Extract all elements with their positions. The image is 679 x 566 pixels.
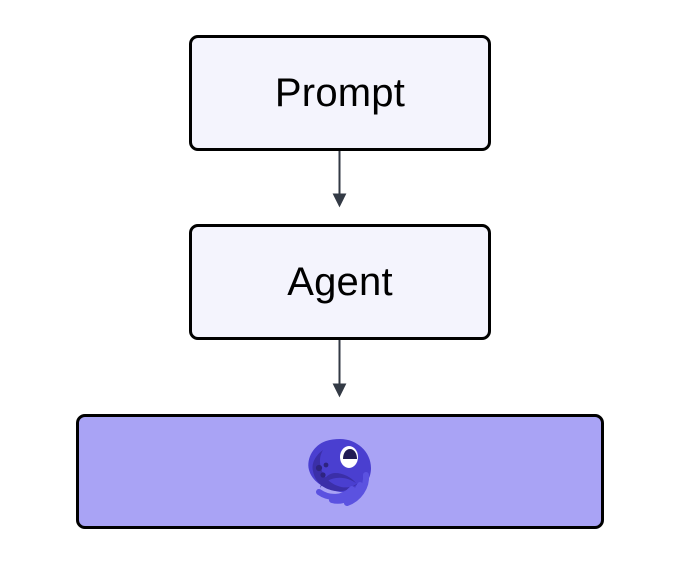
- node-output[interactable]: [76, 414, 604, 529]
- node-prompt-label: Prompt: [274, 71, 406, 115]
- node-agent[interactable]: Agent: [189, 224, 491, 340]
- node-agent-label: Agent: [287, 260, 393, 304]
- node-prompt[interactable]: Prompt: [189, 35, 491, 151]
- octopus-icon: [308, 438, 371, 506]
